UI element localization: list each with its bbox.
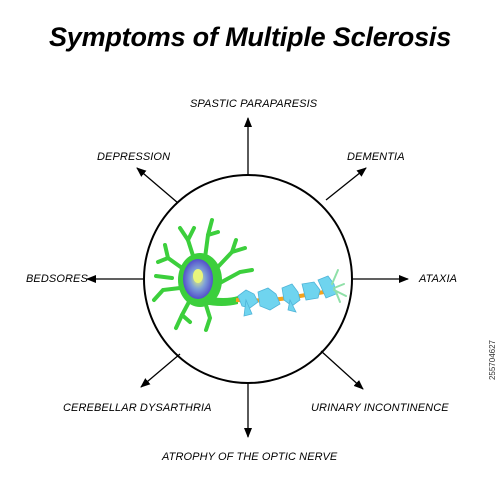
symptom-label-top-left: DEPRESSION [97, 151, 171, 163]
stock-image-id: 255704627 [488, 340, 497, 381]
symptom-label-bottom-right: URINARY INCONTINENCE [311, 402, 449, 414]
symptom-label-top-right: DEMENTIA [347, 151, 405, 163]
myelin-sheath [237, 275, 337, 317]
arrow-down-right [320, 350, 364, 390]
symptom-label-bottom: ATROPHY OF THE OPTIC NERVE [162, 451, 338, 463]
arrow-down-left [140, 353, 181, 388]
symptom-label-right: ATAXIA [419, 273, 458, 285]
arrow-up-left [136, 167, 179, 204]
symptom-label-left: BEDSORES [26, 273, 88, 285]
arrow-up-right [325, 167, 367, 201]
symptom-label-bottom-left: CEREBELLAR DYSARTHRIA [63, 402, 212, 414]
symptom-label-top: SPASTIC PARAPARESIS [190, 98, 318, 110]
neuron-illustration [152, 218, 347, 332]
neuron-nucleolus [193, 269, 203, 283]
diagram-title: Symptoms of Multiple Sclerosis [48, 22, 452, 52]
